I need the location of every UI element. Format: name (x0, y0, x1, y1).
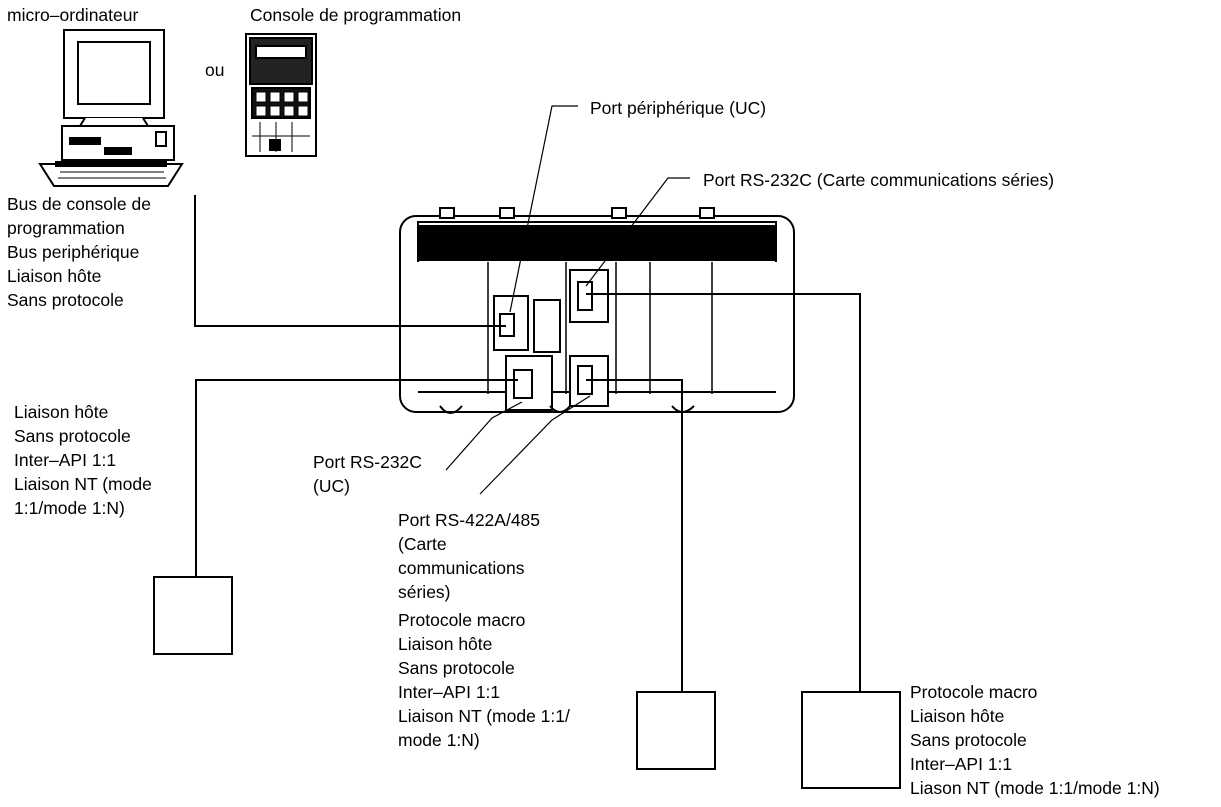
modes-peripheral-port: Bus de console de programmation Bus peri… (7, 192, 151, 312)
mode-item: Bus de console de (7, 194, 151, 214)
computer-icon (38, 29, 184, 187)
modes-rs422a-board: Protocole macro Liaison hôte Sans protoc… (398, 608, 570, 752)
leader-rs232c-board (585, 177, 690, 287)
text-line: (UC) (313, 476, 350, 496)
port-label-rs232c-board: Port RS-232C (Carte communications série… (703, 170, 1055, 190)
plc-rack-icon (399, 207, 795, 414)
modes-rs232c-board: Protocole macro Liaison hôte Sans protoc… (910, 680, 1160, 800)
mode-item: Sans protocole (14, 426, 131, 446)
mode-item: programmation (7, 218, 125, 238)
mode-item: Sans protocole (398, 658, 515, 678)
leader-lines (445, 105, 690, 495)
cable-rs232c-cpu (195, 379, 518, 577)
mode-item: Protocole macro (398, 610, 526, 630)
text-line: Port RS-232C (313, 452, 422, 472)
text-line: séries) (398, 582, 451, 602)
console-label: Console de programmation (250, 5, 462, 25)
device-box-rs422a-board (636, 691, 716, 770)
mode-item: Bus periphérique (7, 242, 140, 262)
text-line: Port RS-422A/485 (398, 510, 541, 530)
cable-peripheral-port (194, 195, 506, 327)
or-label: ou (205, 60, 225, 80)
leader-rs422a-board (479, 395, 591, 495)
port-label-rs422a-board: Port RS-422A/485 (Carte communications s… (398, 508, 540, 604)
connection-cables (194, 195, 861, 692)
mode-item: mode 1:N) (398, 730, 480, 750)
mode-item: 1:1/mode 1:N) (14, 498, 125, 518)
leader-rs232c-cpu (445, 401, 523, 471)
port-label-rs232c-cpu: Port RS-232C (UC) (313, 450, 422, 498)
cable-rs422a-board (586, 379, 683, 692)
programming-console-icon (245, 33, 317, 157)
mode-item: Liaison NT (mode 1:1/ (398, 706, 570, 726)
leader-peripheral-port (509, 105, 578, 313)
cable-rs232c-board (586, 293, 861, 692)
text-line: (Carte (398, 534, 447, 554)
mode-item: Liaison hôte (7, 266, 102, 286)
device-box-rs232c-cpu (153, 576, 233, 655)
mode-item: Sans protocole (7, 290, 124, 310)
mode-item: Inter–API 1:1 (14, 450, 117, 470)
mode-item: Liason NT (mode 1:1/mode 1:N) (910, 778, 1160, 798)
text-line: communications (398, 558, 525, 578)
mode-item: Inter–API 1:1 (398, 682, 501, 702)
mode-item: Liaison hôte (14, 402, 109, 422)
computer-label: micro–ordinateur (7, 5, 139, 25)
mode-item: Inter–API 1:1 (910, 754, 1013, 774)
mode-item: Liaison hôte (910, 706, 1005, 726)
modes-rs232c-cpu: Liaison hôte Sans protocole Inter–API 1:… (14, 400, 152, 520)
mode-item: Liaison NT (mode (14, 474, 152, 494)
mode-item: Sans protocole (910, 730, 1027, 750)
mode-item: Protocole macro (910, 682, 1038, 702)
port-label-peripheral-cpu: Port périphérique (UC) (590, 98, 767, 118)
mode-item: Liaison hôte (398, 634, 493, 654)
device-box-rs232c-board (801, 691, 901, 789)
